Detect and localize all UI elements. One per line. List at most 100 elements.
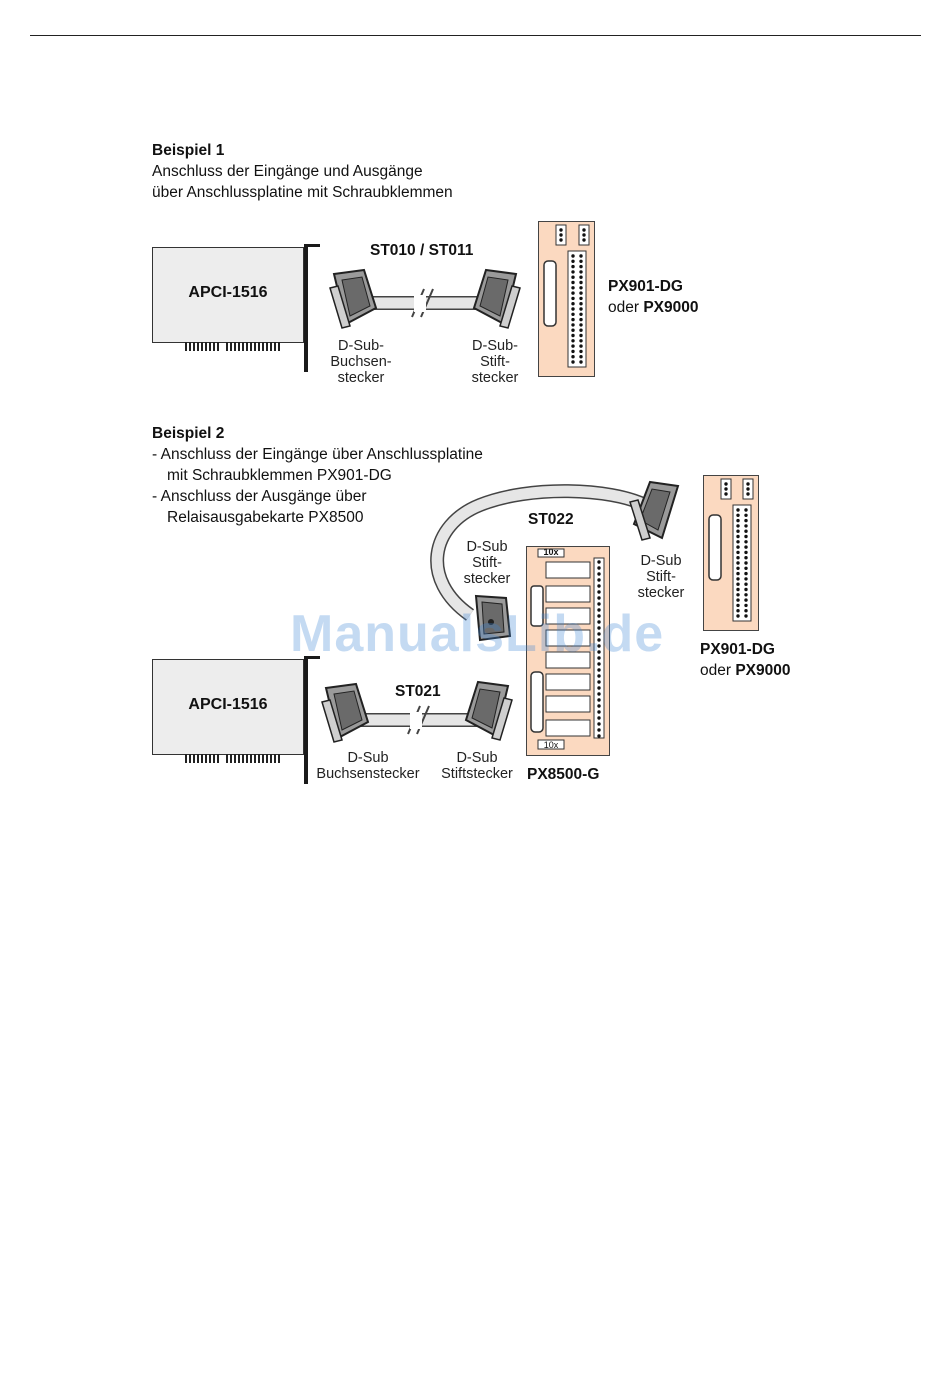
example2-relay-board-name: PX8500-G [527, 766, 600, 783]
terminal-dot [579, 280, 583, 285]
terminal-dot [571, 323, 575, 327]
terminal-dot [597, 662, 601, 666]
terminal-dot [597, 614, 601, 618]
header-rule [30, 35, 921, 36]
example2-line3: - Anschluss der Ausgänge über [152, 488, 367, 505]
terminal-dot [571, 360, 575, 364]
example1-board-alt-prefix: oder [608, 299, 644, 316]
example2-board-alt-prefix: oder [700, 662, 736, 679]
terminal-dot [736, 556, 740, 560]
terminal-dot [736, 518, 740, 523]
terminal-dot [597, 722, 601, 726]
example1-connector-right-label: D-Sub- Stift- stecker [471, 338, 519, 386]
example2-board-name: PX901-DG [700, 641, 775, 658]
terminal-dot [579, 286, 583, 290]
terminal-dot [579, 307, 583, 311]
terminal-dot [736, 513, 740, 517]
terminal-dot [571, 296, 575, 301]
terminal-dot [744, 566, 748, 570]
terminal-dot [571, 333, 575, 338]
example2-px901-terminals [708, 478, 754, 622]
terminal-dot [571, 264, 575, 269]
terminal-dot [597, 584, 601, 588]
terminal-dot [597, 728, 601, 732]
example2-bottom-left-connector-label: D-Sub Buchsenstecker [316, 750, 420, 782]
example1-px901-terminals [543, 224, 590, 368]
terminal-dot [744, 598, 748, 602]
terminal-dot [736, 550, 740, 555]
terminal-dot [579, 275, 583, 279]
terminal-dot [597, 680, 601, 684]
terminal-dot [744, 556, 748, 560]
terminal-dot [597, 626, 601, 630]
terminal-dot [579, 355, 583, 359]
example2-board-alt-line: oder PX9000 [700, 660, 791, 681]
terminal-dot [579, 291, 583, 295]
terminal-dot [579, 344, 583, 348]
terminal-dot [736, 598, 740, 602]
terminal-dot [597, 608, 601, 612]
terminal-dot [736, 582, 740, 586]
example2-st022-cable [430, 484, 649, 621]
terminal-dot [597, 578, 601, 582]
terminal-dot [571, 344, 575, 348]
terminal-dot [571, 355, 575, 359]
example2-apci-card: APCI-1516 [152, 659, 304, 755]
terminal-dot [579, 302, 583, 306]
example2-slot-bracket [304, 656, 308, 784]
example1-connector-left-label: D-Sub- Buchsen- stecker [330, 338, 392, 386]
terminal-dot [736, 593, 740, 597]
terminal-dot [736, 540, 740, 544]
example1-line2: über Anschlussplatine mit Schraubklemmen [152, 184, 453, 201]
terminal-dot [579, 360, 583, 364]
terminal-dot [597, 710, 601, 714]
example2-top-right-connector-label: D-Sub Stift- stecker [637, 553, 685, 601]
example2-line1: - Anschluss der Eingänge über Anschlussp… [152, 446, 483, 463]
terminal-dot [571, 280, 575, 285]
terminal-dot [579, 296, 583, 301]
terminal-dot [744, 513, 748, 517]
terminal-dot [579, 317, 583, 322]
terminal-dot [744, 540, 748, 544]
terminal-dot [744, 571, 748, 576]
terminal-dot [597, 656, 601, 660]
terminal-dot [597, 734, 601, 738]
terminal-dot [736, 614, 740, 618]
terminal-dot [579, 349, 583, 354]
terminal-dot [579, 323, 583, 327]
terminal-dot [597, 650, 601, 654]
example2-dsub-male-connector [464, 680, 513, 741]
example2-card-label: APCI-1516 [188, 696, 268, 713]
terminal-dot [597, 566, 601, 570]
terminal-dot [736, 571, 740, 576]
terminal-dot [571, 307, 575, 311]
terminal-dot [744, 545, 748, 549]
terminal-dot [571, 270, 575, 274]
example1-card-label: APCI-1516 [188, 284, 268, 301]
terminal-dot [571, 302, 575, 306]
terminal-dot [571, 328, 575, 332]
terminal-dot [571, 286, 575, 290]
terminal-dot [597, 572, 601, 576]
terminal-dot [744, 603, 748, 608]
example1-board-alt-line: oder PX9000 [608, 297, 699, 318]
terminal-dot [744, 524, 748, 528]
example2-line2: mit Schraubklemmen PX901-DG [167, 467, 392, 484]
terminal-dot [579, 328, 583, 332]
example2-bracket-tab [304, 656, 320, 659]
example2-st022-left-connector [474, 594, 512, 642]
terminal-dot [597, 602, 601, 606]
example1-dsub-male-connector [472, 268, 521, 329]
terminal-dot [736, 529, 740, 533]
terminal-dot [571, 259, 575, 263]
example1-apci-card: APCI-1516 [152, 247, 304, 343]
terminal-dot [579, 270, 583, 274]
terminal-dot [597, 704, 601, 708]
terminal-dot [744, 609, 748, 613]
terminal-dot [744, 614, 748, 618]
terminal-dot [579, 259, 583, 263]
terminal-dot [571, 317, 575, 322]
terminal-dot [571, 339, 575, 343]
terminal-dot [736, 603, 740, 608]
terminal-dot [744, 518, 748, 523]
